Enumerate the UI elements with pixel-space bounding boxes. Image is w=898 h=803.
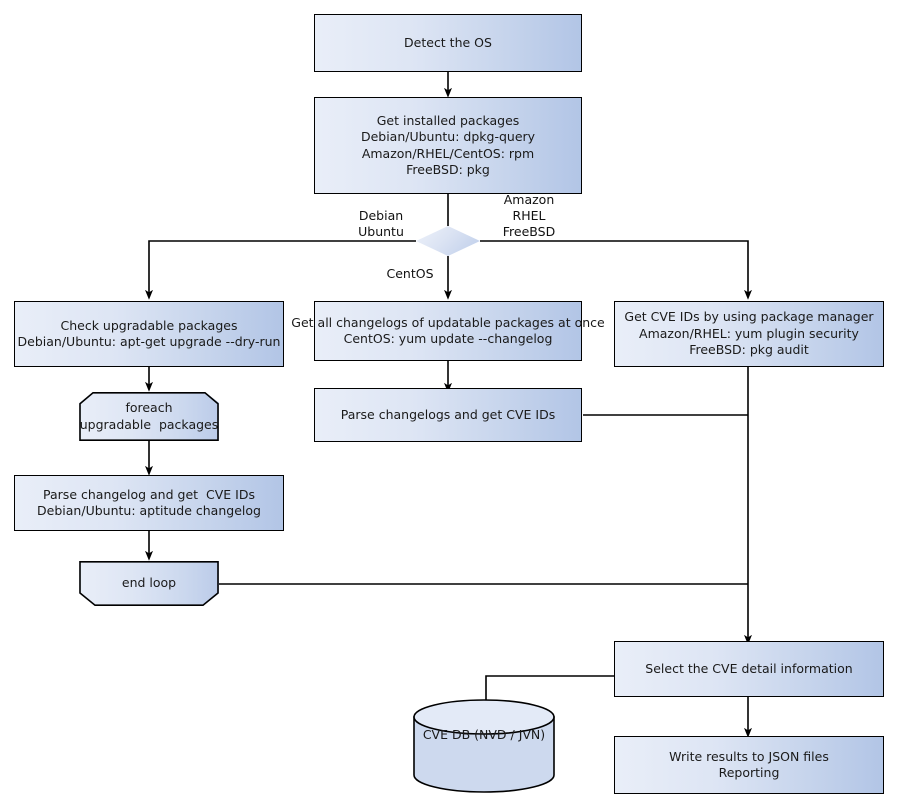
node-parse-changelog-single-label: Parse changelog and get CVE IDs Debian/U… [37,486,261,519]
end-loop-outline [79,561,219,606]
node-check-upgradable-label: Check upgradable packages Debian/Ubuntu:… [17,317,281,350]
cve-db-cylinder [413,699,555,793]
edge-label-debian-ubuntu: Debian Ubuntu [358,208,404,239]
node-write-results[interactable]: Write results to JSON files Reporting [614,736,884,794]
node-parse-changelogs-plural[interactable]: Parse changelogs and get CVE IDs [314,388,582,442]
node-detect-os[interactable]: Detect the OS [314,14,582,72]
node-write-results-label: Write results to JSON files Reporting [669,748,829,781]
node-get-installed-packages-label: Get installed packages Debian/Ubuntu: dp… [360,112,536,178]
edge-label-amazon-rhel-freebsd: Amazon RHEL FreeBSD [502,192,556,239]
node-foreach-loop-label: foreach upgradable packages [79,400,219,432]
node-get-cve-ids-pkgmgr[interactable]: Get CVE IDs by using package manager Ama… [614,301,884,367]
node-get-cve-ids-pkgmgr-label: Get CVE IDs by using package manager Ama… [624,309,874,358]
node-parse-changelogs-plural-label: Parse changelogs and get CVE IDs [340,406,556,422]
node-check-upgradable[interactable]: Check upgradable packages Debian/Ubuntu:… [14,301,284,367]
node-detect-os-label: Detect the OS [404,34,492,50]
node-foreach-loop[interactable]: foreach upgradable packages [79,392,219,441]
node-get-all-changelogs[interactable]: Get all changelogs of updatable packages… [291,301,605,361]
node-parse-changelog-single[interactable]: Parse changelog and get CVE IDs Debian/U… [14,475,284,531]
node-select-cve-detail[interactable]: Select the CVE detail information [614,641,884,697]
edge-decision-to-cve-pkgmgr [480,240,752,300]
foreach-loop-outline [79,392,219,441]
node-end-loop-label: end loop [121,575,177,591]
edge-select-to-cvedb [485,675,614,708]
edge-label-centos: CentOS [386,266,434,281]
node-select-cve-detail-label: Select the CVE detail information [645,660,853,676]
node-get-installed-packages[interactable]: Get installed packages Debian/Ubuntu: dp… [314,97,582,194]
node-get-all-changelogs-label: Get all changelogs of updatable packages… [291,314,605,347]
edge-decision-to-check-upgradable [145,240,416,300]
node-cve-db-label: CVE DB (NVD / JVN) [422,727,546,742]
node-end-loop[interactable]: end loop [79,561,219,606]
